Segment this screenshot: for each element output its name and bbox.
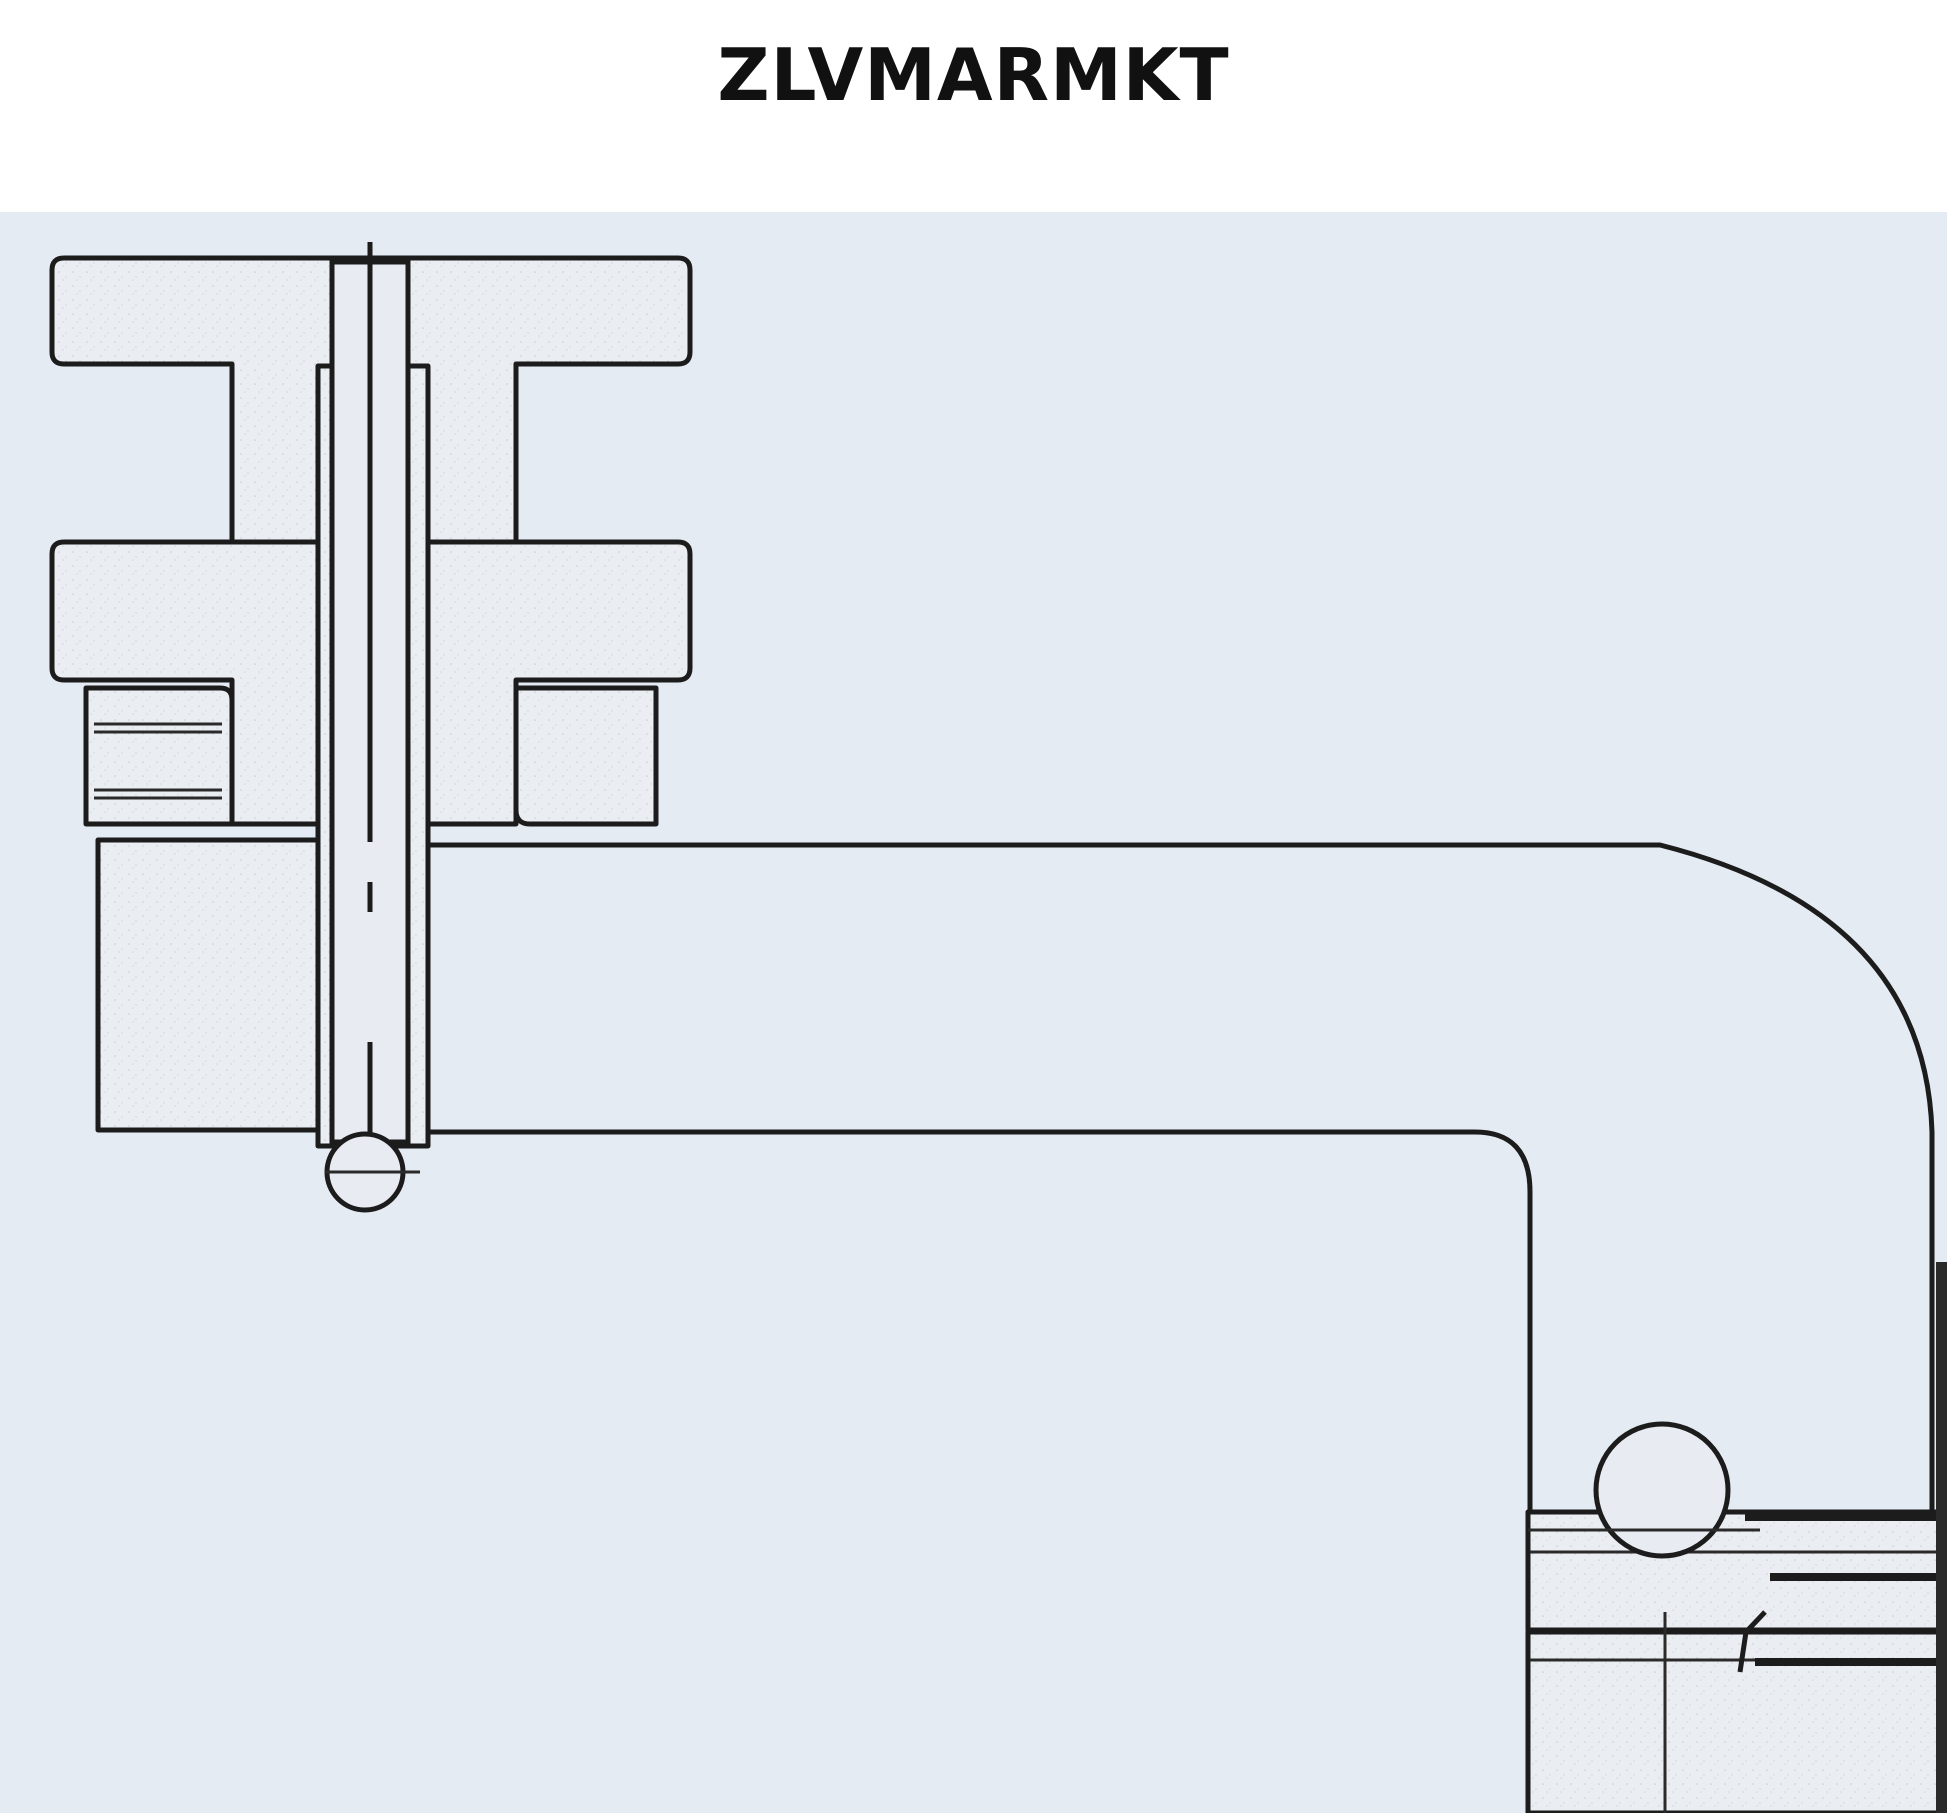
drawing-title: ZLVMARMKT	[717, 33, 1230, 117]
right-edge-band	[1936, 1262, 1947, 1813]
clamp-slots	[94, 722, 222, 800]
clamp-right-block	[513, 685, 659, 827]
clamp-left-tab	[83, 685, 235, 827]
vertical-shaft	[315, 242, 431, 1172]
clamp-lower-body	[95, 837, 321, 1133]
horizontal-arm	[428, 842, 1935, 1812]
mechanical-drawing	[0, 212, 1947, 1813]
pivot-block-upper	[1525, 1509, 1947, 1633]
lower-pivot-block	[1525, 1509, 1947, 1813]
lower-pivot-pin	[1528, 1421, 1760, 1559]
upper-pivot-pin	[324, 1131, 420, 1213]
